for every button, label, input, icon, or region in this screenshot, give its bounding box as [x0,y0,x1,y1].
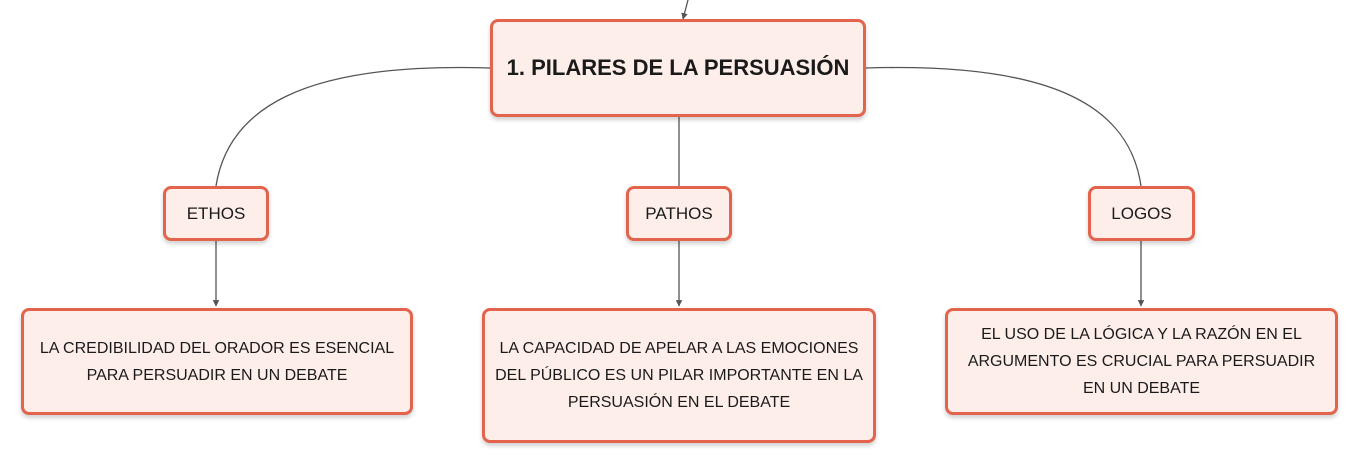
leaf-node-logos[interactable]: EL USO DE LA LÓGICA Y LA RAZÓN EN EL ARG… [945,308,1338,415]
connector-root-logos [865,66,1142,187]
branch-label-logos: LOGOS [1111,203,1172,223]
branch-node-ethos[interactable]: ETHOS [163,186,269,241]
leaf-text-ethos: LA CREDIBILIDAD DEL ORADOR ES ESENCIAL P… [39,339,395,384]
root-node[interactable]: 1. PILARES DE LA PERSUASIÓN [490,19,866,117]
branch-node-pathos[interactable]: PATHOS [626,186,732,241]
incoming-connector [681,0,689,20]
connector-root-ethos [215,66,491,187]
leaf-node-ethos[interactable]: LA CREDIBILIDAD DEL ORADOR ES ESENCIAL P… [21,308,413,415]
branch-label-pathos: PATHOS [645,203,713,223]
leaf-node-pathos[interactable]: LA CAPACIDAD DE APELAR A LAS EMOCIONES D… [482,308,876,443]
branch-node-logos[interactable]: LOGOS [1088,186,1195,241]
branch-label-ethos: ETHOS [186,203,246,223]
leaf-text-logos: EL USO DE LA LÓGICA Y LA RAZÓN EN EL ARG… [967,326,1316,397]
root-title: 1. PILARES DE LA PERSUASIÓN [506,55,850,80]
leaf-text-pathos: LA CAPACIDAD DE APELAR A LAS EMOCIONES D… [495,340,863,411]
